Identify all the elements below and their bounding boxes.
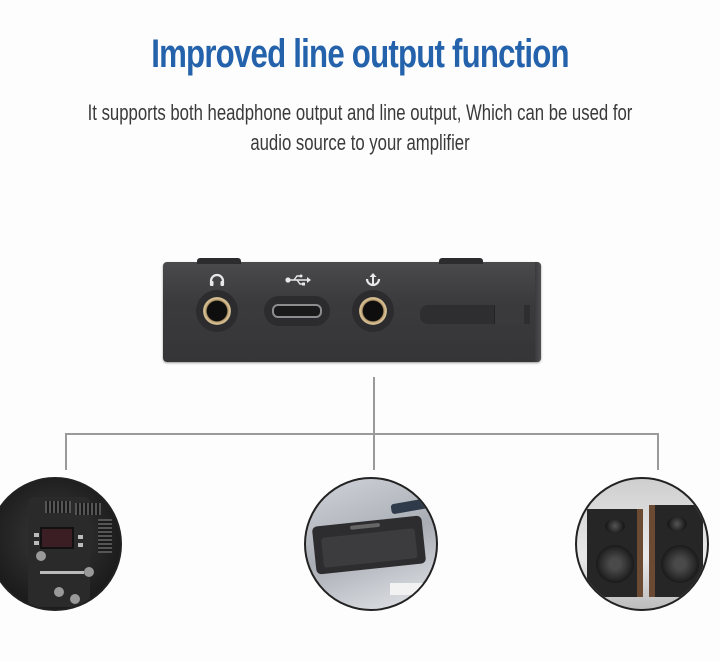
connector-line-vertical-main	[373, 377, 375, 470]
car-vent	[98, 519, 112, 553]
car-vent	[75, 503, 101, 515]
car-knob	[36, 551, 46, 561]
micro-usb-port[interactable]	[264, 296, 330, 326]
slide-switch[interactable]	[420, 305, 530, 324]
car-vent	[45, 501, 71, 513]
car-knob	[84, 567, 94, 577]
tweeter	[667, 517, 687, 531]
subtitle-line-1: It supports both headphone output and li…	[87, 100, 633, 125]
speaker-right	[649, 505, 703, 597]
car-button	[78, 543, 83, 547]
phone	[390, 497, 432, 515]
car-button	[34, 533, 39, 537]
car-audio-image	[0, 477, 122, 611]
page-subtitle: It supports both headphone output and li…	[86, 98, 633, 158]
speaker-buttons	[349, 522, 381, 530]
connector-line-left	[65, 433, 67, 470]
device-edge	[535, 262, 541, 362]
usb-icon	[285, 272, 311, 288]
car-button-strip	[40, 571, 84, 574]
paper-note	[390, 583, 424, 595]
connector-line-right	[657, 433, 659, 470]
car-knob	[54, 587, 64, 597]
car-knob	[70, 594, 80, 604]
headphone-icon	[207, 272, 227, 288]
woofer	[596, 545, 634, 583]
speaker-left	[587, 509, 643, 597]
speaker-body	[311, 515, 427, 575]
car-button	[78, 535, 83, 539]
switch-knob[interactable]	[494, 305, 524, 324]
device-top-bump	[197, 258, 241, 264]
line-out-icon	[363, 272, 383, 288]
bluetooth-speaker-image	[304, 477, 438, 611]
audio-device	[163, 258, 541, 362]
speaker-grill	[321, 528, 418, 568]
device-top-bump	[439, 258, 483, 264]
line-out-jack[interactable]	[352, 290, 394, 332]
woofer	[661, 545, 699, 583]
page-title: Improved line output function	[151, 32, 569, 76]
car-button	[34, 541, 39, 545]
car-radio-screen	[40, 527, 74, 549]
tweeter	[605, 519, 625, 533]
headphone-jack[interactable]	[196, 290, 238, 332]
connector-line-horizontal	[65, 433, 659, 435]
subtitle-line-2: audio source to your amplifier	[250, 130, 470, 155]
bookshelf-speakers-image	[575, 477, 709, 611]
